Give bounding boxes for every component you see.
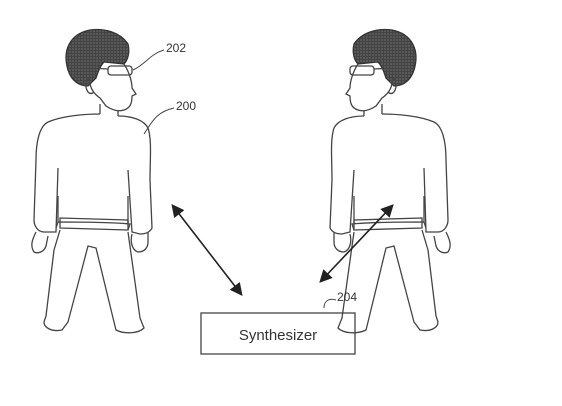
left-person-hair-icon: [65, 28, 130, 87]
glasses-leader-line: [132, 49, 165, 71]
ref-200-label: 200: [176, 99, 196, 113]
left-person-glasses-icon: [89, 65, 133, 76]
right-person: [329, 28, 451, 334]
synthesizer-box: [200, 312, 356, 355]
person-leader-line: [143, 107, 175, 135]
ref-202-label: 202: [166, 41, 186, 55]
right-double-arrow-icon: [319, 204, 394, 283]
synthesizer-label: Synthesizer: [239, 327, 317, 344]
ref-204-label: 204: [337, 290, 357, 304]
left-double-arrow-icon: [171, 203, 243, 297]
left-person: [31, 28, 153, 334]
synth-leader-line: [323, 298, 337, 309]
